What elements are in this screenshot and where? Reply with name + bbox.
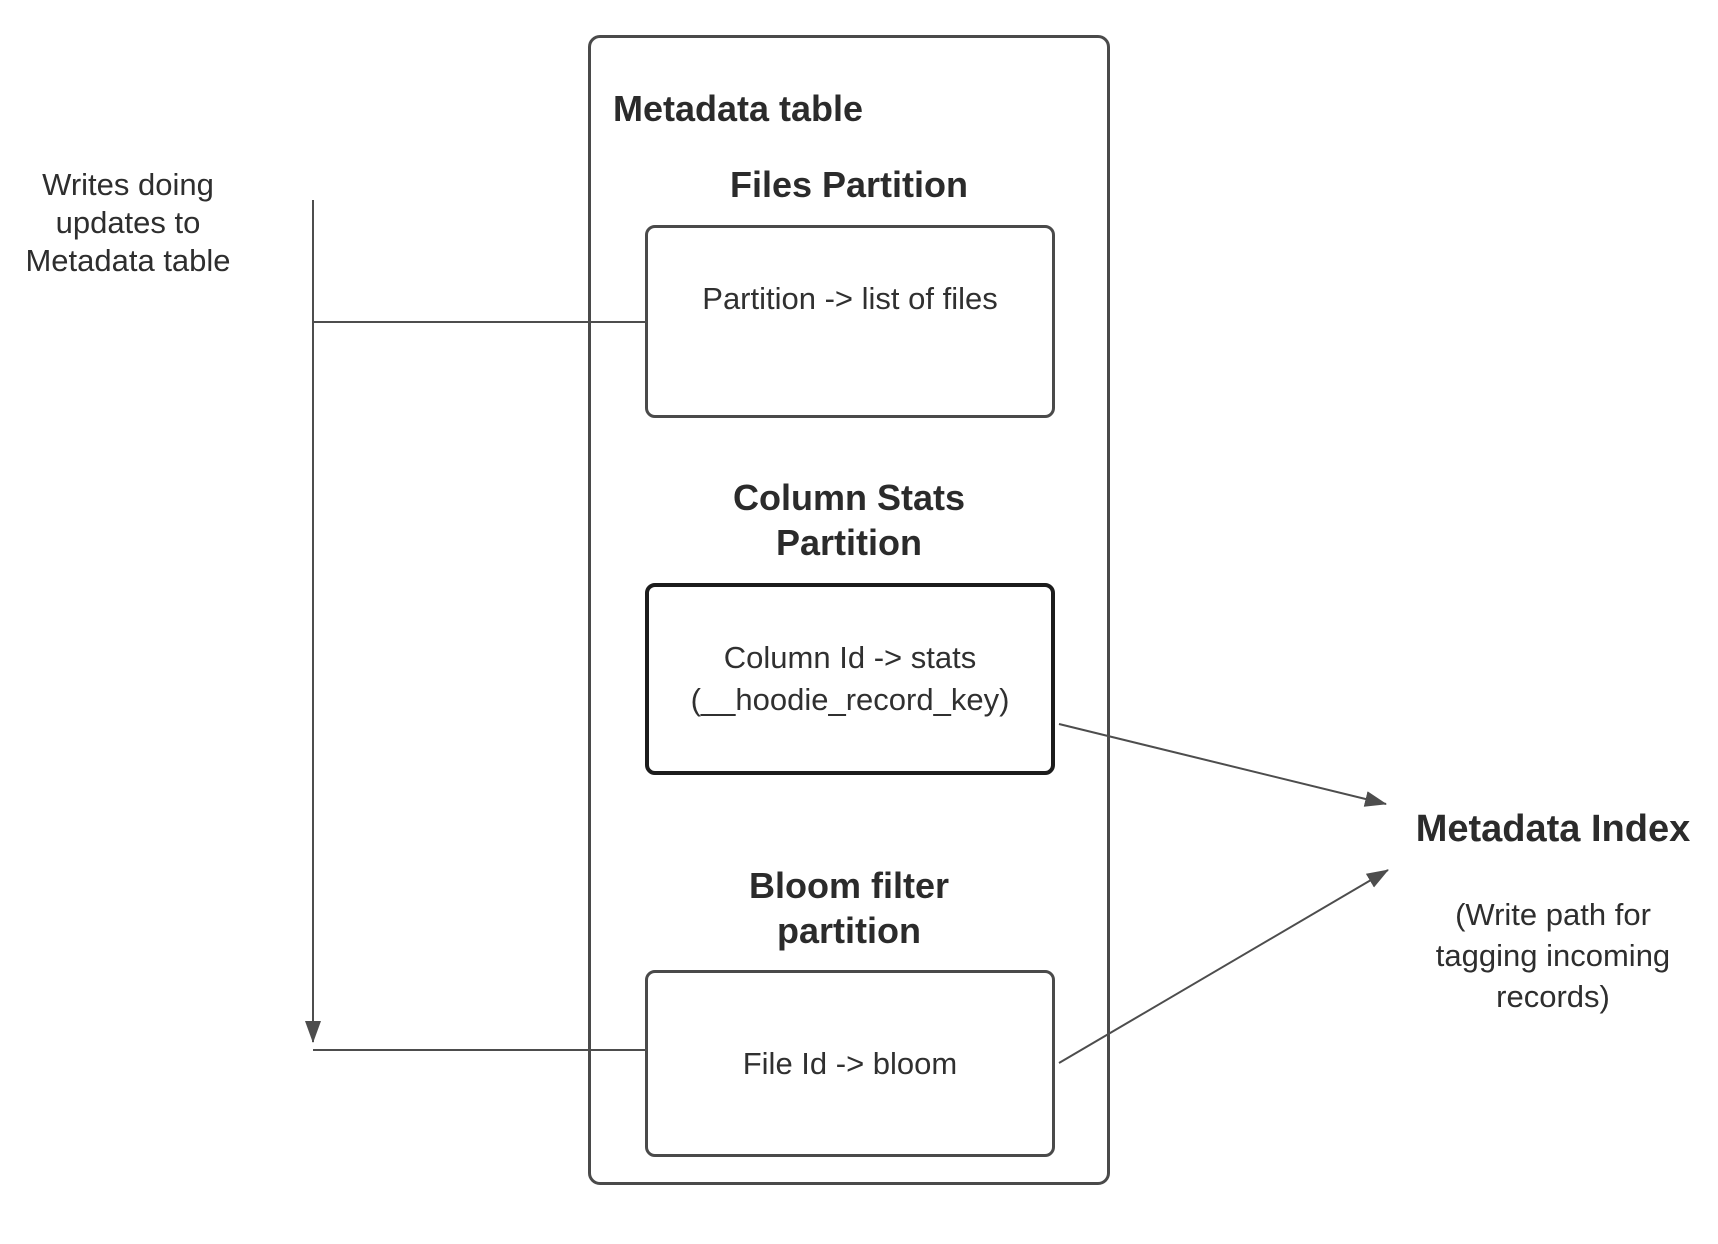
bloom-filter-partition-heading: Bloom filter partition — [748, 865, 949, 951]
files-partition-box: Partition -> list of files — [645, 225, 1055, 418]
bloom-filter-partition-content: File Id -> bloom — [742, 1045, 958, 1081]
metadata-index-title: Metadata Index — [1415, 808, 1691, 850]
files-partition-heading: Files Partition — [729, 164, 969, 205]
bloom-filter-partition-box: File Id -> bloom — [645, 970, 1055, 1157]
metadata-index-subtitle: (Write path for tagging incoming records… — [1435, 897, 1671, 1014]
writes-note-label: Writes doing updates to Metadata table — [25, 167, 231, 278]
metadata-table-title: Metadata table — [613, 88, 864, 129]
column-stats-partition-heading: Column Stats Partition — [732, 477, 965, 563]
metadata-table-container: Metadata table Files Partition Partition… — [588, 35, 1110, 1185]
files-partition-content: Partition -> list of files — [702, 281, 998, 316]
column-stats-partition-content: Column Id -> stats (__hoodie_record_key) — [690, 640, 1010, 717]
column-stats-partition-box: Column Id -> stats (__hoodie_record_key) — [645, 583, 1055, 775]
